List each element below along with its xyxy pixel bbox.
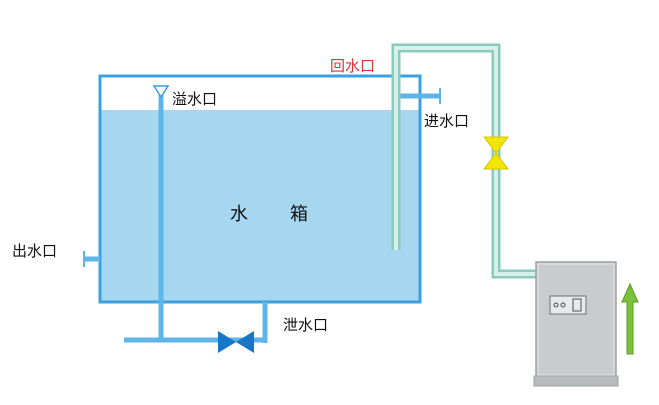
label-overflow: 溢水口	[172, 90, 217, 108]
label-drain: 泄水口	[283, 316, 328, 334]
label-inlet: 进水口	[424, 112, 469, 130]
inlet-valve-icon	[483, 136, 509, 170]
tank-water	[100, 110, 420, 302]
return-pipe	[391, 43, 536, 279]
overflow-marker-icon	[152, 85, 170, 99]
water-tank	[98, 74, 422, 304]
label-outlet: 出水口	[12, 242, 57, 260]
control-panel-icon	[549, 295, 587, 315]
drain-valve-icon	[218, 331, 254, 353]
tank-title-char2: 箱	[290, 204, 308, 225]
inlet-pipe	[398, 88, 441, 104]
outlet-pipe	[83, 251, 100, 267]
label-return-water: 回水口	[330, 57, 375, 75]
tank-title-char1: 水	[230, 204, 248, 225]
up-arrow-icon	[621, 282, 639, 355]
control-device	[533, 261, 619, 387]
